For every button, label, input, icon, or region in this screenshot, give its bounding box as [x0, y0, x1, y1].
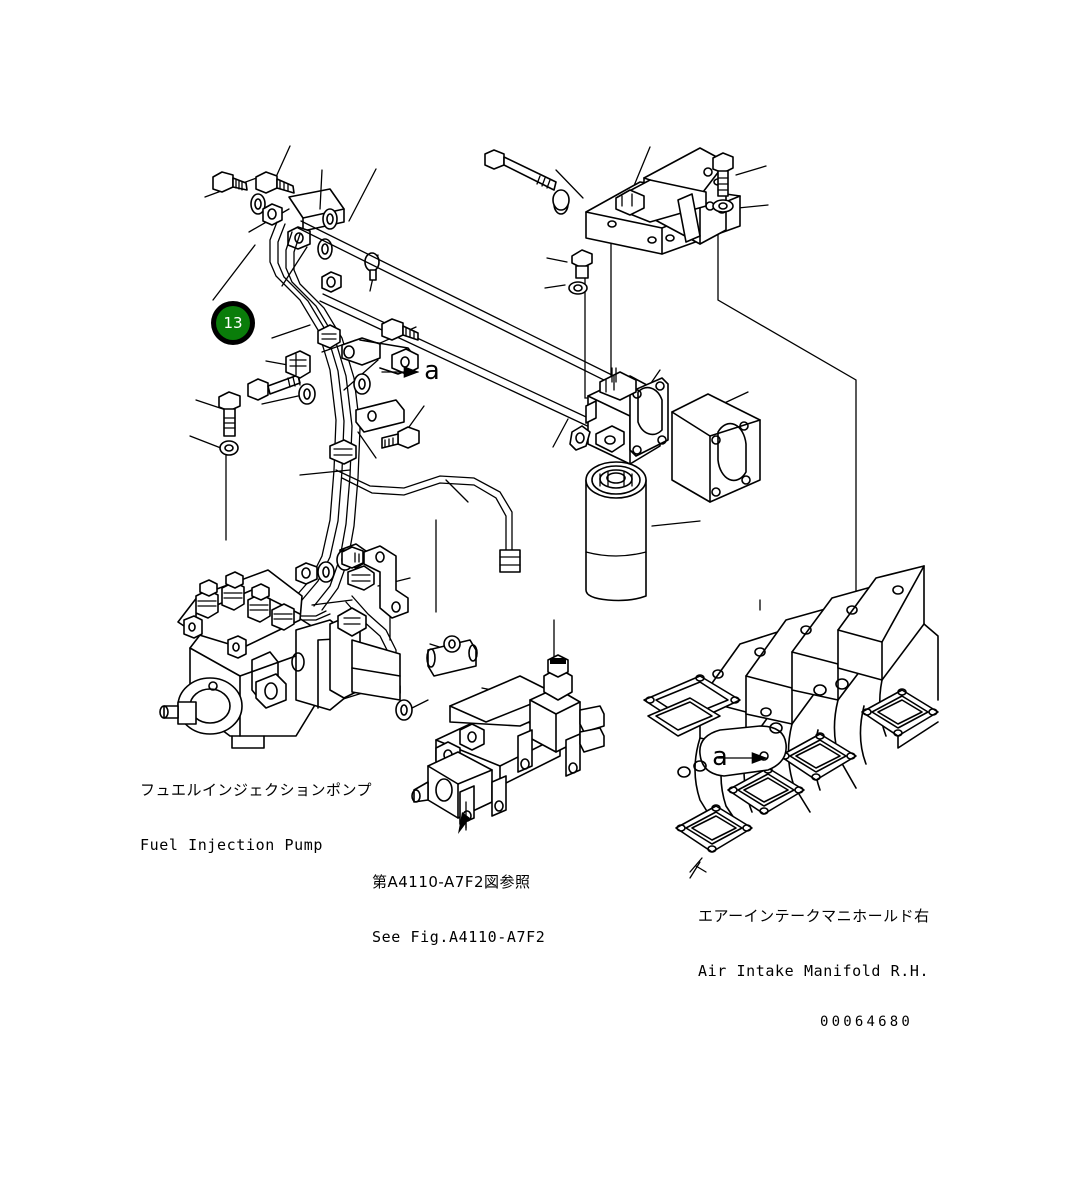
bracket-angle	[363, 545, 409, 619]
washer	[317, 238, 333, 260]
fuel-tube-assembly	[269, 220, 625, 679]
tube-clamp	[329, 439, 357, 465]
washer	[317, 561, 335, 583]
washer	[353, 373, 371, 395]
label-see-fig-en: See Fig.A4110-A7F2	[372, 928, 546, 947]
bolt-hex-vertical	[218, 391, 241, 437]
detail-mark-a-manifold: a	[712, 742, 728, 772]
label-fuel-injection-pump-en: Fuel Injection Pump	[140, 836, 323, 855]
washer	[552, 189, 570, 211]
delivery-valve-holder	[221, 571, 245, 611]
washer	[298, 383, 316, 405]
washer	[569, 425, 591, 451]
label-air-intake-manifold-en: Air Intake Manifold R.H.	[698, 962, 930, 981]
label-leaders	[465, 801, 707, 873]
mounting-bracket	[484, 147, 741, 295]
callout-badge-13[interactable]: 13	[211, 301, 255, 345]
port-flange	[675, 804, 753, 853]
air-intake-manifold	[643, 565, 939, 853]
long-bolt-bracket	[484, 149, 557, 191]
left-hardware-group	[218, 318, 461, 721]
port-flange	[779, 732, 857, 781]
bolt-hex-vertical	[712, 152, 734, 197]
detail-mark-a-fuel-line: a	[424, 356, 440, 386]
end-flange	[643, 674, 741, 737]
banjo-eye-fitting	[341, 337, 419, 375]
tube-clamp	[317, 324, 341, 349]
fuel-injection-pump	[159, 569, 401, 749]
washer	[568, 281, 588, 295]
callout-number: 13	[223, 314, 243, 332]
bolt-hex	[212, 171, 248, 193]
detail-arrows	[381, 366, 768, 764]
spacer-sleeve	[426, 639, 478, 677]
nut	[321, 271, 342, 293]
drawing-number: 00064680	[820, 1014, 914, 1030]
long-bolt	[247, 374, 301, 401]
bolt-hex	[381, 318, 419, 341]
long-bolt	[341, 546, 364, 569]
fuel-filter-cartridge	[585, 461, 647, 602]
label-see-fig-reference: 第A4110-A7F2図参照 See Fig.A4110-A7F2	[372, 836, 545, 985]
plug-bolt	[571, 249, 593, 279]
callout-disc	[216, 306, 250, 340]
washer	[395, 699, 413, 721]
pump-fitting	[227, 635, 247, 659]
bolt-hex	[381, 426, 420, 449]
delivery-valve-holder	[247, 583, 271, 623]
pump-fitting	[183, 615, 203, 639]
delivery-valve-holder	[195, 579, 219, 619]
rail-fitting	[459, 723, 485, 751]
washer	[250, 193, 266, 215]
washer	[443, 635, 461, 653]
label-air-intake-manifold-jp: エアーインテークマニホールド右	[698, 906, 930, 925]
label-air-intake-manifold: エアーインテークマニホールド右 Air Intake Manifold R.H.	[698, 870, 930, 1019]
port-flange	[861, 688, 939, 737]
label-fuel-injection-pump: フュエルインジェクションポンプ Fuel Injection Pump	[140, 744, 372, 893]
clamp-bar	[355, 399, 405, 433]
tube-clip	[347, 565, 375, 591]
fuel-block-assembly	[411, 654, 605, 834]
delivery-valve-holder	[271, 603, 295, 631]
top-left-hardware-group	[212, 171, 380, 293]
washer	[219, 440, 239, 456]
bolt-hex	[255, 171, 295, 194]
washer	[322, 208, 338, 230]
fuel-filter-group	[569, 367, 761, 602]
nut-square	[285, 350, 311, 379]
nut	[295, 562, 318, 585]
banjo-fitting	[262, 203, 283, 226]
tube-connector	[499, 549, 521, 573]
label-see-fig-jp: 第A4110-A7F2図参照	[372, 872, 531, 891]
label-fuel-injection-pump-jp: フュエルインジェクションポンプ	[140, 780, 373, 799]
washer	[712, 199, 734, 213]
